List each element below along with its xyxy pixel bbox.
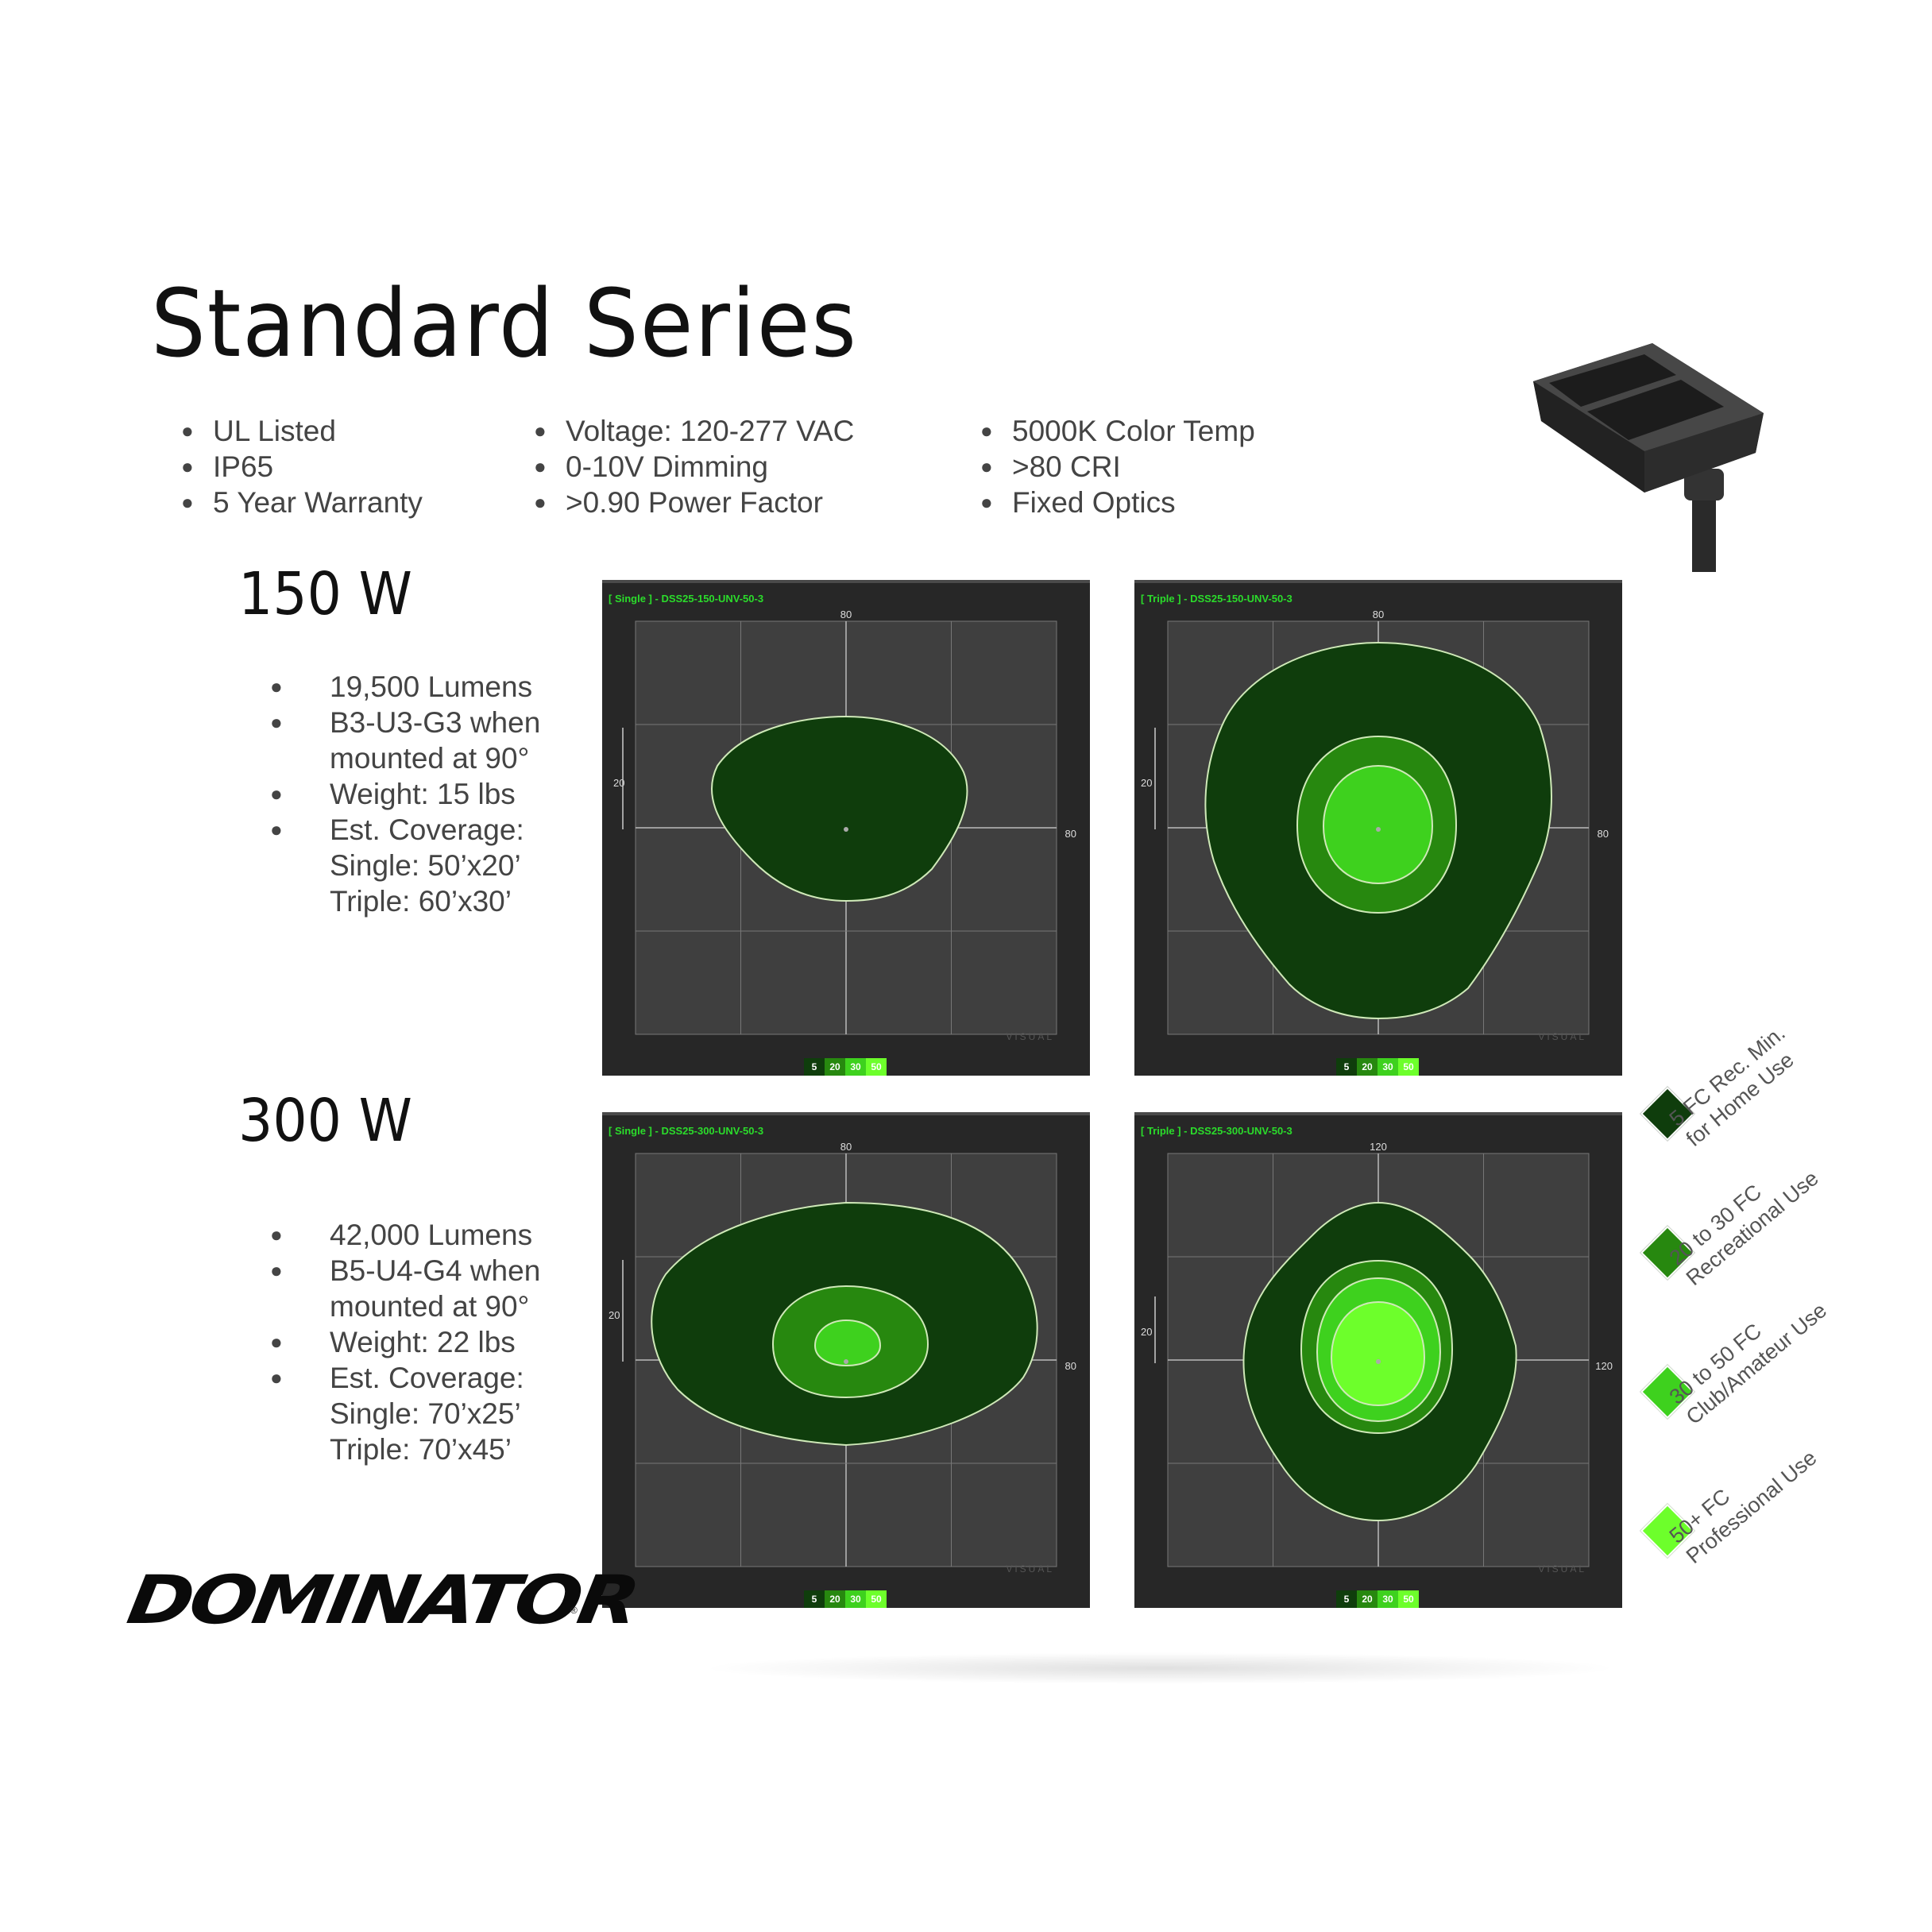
drop-shadow <box>699 1652 1621 1684</box>
fc-legend-strip: 5 20 30 50 <box>1336 1058 1419 1076</box>
feature-item: IP65 <box>151 449 423 485</box>
feature-list-2: Voltage: 120-277 VAC 0-10V Dimming >0.90… <box>504 413 854 520</box>
fc-legend-strip: 5 20 30 50 <box>804 1058 887 1076</box>
photometric-panel-300-single: [ Single ] - DSS25-300-UNV-50-3 80 80 20… <box>602 1112 1090 1608</box>
fc-5-chip: 5 <box>1336 1590 1357 1608</box>
visual-watermark: VISUAL <box>1538 1031 1586 1042</box>
photometric-panel-150-single: [ Single ] - DSS25-150-UNV-50-3 80 80 20… <box>602 580 1090 1076</box>
panel-title: [ Triple ] - DSS25-300-UNV-50-3 <box>1141 1125 1293 1137</box>
left-dimension-label: 20 <box>613 777 624 789</box>
fc-5-chip: 5 <box>1336 1058 1357 1076</box>
left-dimension-label: 20 <box>609 1309 620 1321</box>
fc-legend-strip: 5 20 30 50 <box>1336 1590 1419 1608</box>
feature-item: Voltage: 120-277 VAC <box>504 413 854 449</box>
right-dimension-label: 80 <box>1065 1360 1076 1372</box>
contour-50fc <box>1330 1300 1426 1407</box>
fc-50-chip: 50 <box>866 1058 887 1076</box>
top-dimension-label: 80 <box>840 609 852 620</box>
left-dimension-label: 20 <box>1141 1326 1152 1338</box>
photometric-panel-150-triple: [ Triple ] - DSS25-150-UNV-50-3 80 80 20… <box>1134 580 1622 1076</box>
feature-list-3: 5000K Color Temp >80 CRI Fixed Optics <box>950 413 1255 520</box>
photometric-plot: 80 80 20 <box>613 609 1076 1035</box>
feature-item: >0.90 Power Factor <box>504 485 854 520</box>
photometric-plot: 120 120 20 <box>1141 1141 1613 1567</box>
fc-30-chip: 30 <box>1378 1058 1398 1076</box>
panel-title: [ Triple ] - DSS25-150-UNV-50-3 <box>1141 593 1293 605</box>
photometric-plot: 80 80 20 <box>609 1141 1076 1567</box>
wattage-300: 300 W <box>238 1087 412 1155</box>
feature-item: 5000K Color Temp <box>950 413 1255 449</box>
right-dimension-label: 80 <box>1065 828 1076 840</box>
registered-mark: ® <box>570 1605 578 1616</box>
spec-item: Est. Coverage: Single: 70’x25’ Triple: 7… <box>270 1360 600 1467</box>
visual-watermark: VISUAL <box>1538 1563 1586 1575</box>
fc-5-chip: 5 <box>804 1058 825 1076</box>
left-dimension-label: 20 <box>1141 777 1152 789</box>
panel-title: [ Single ] - DSS25-300-UNV-50-3 <box>609 1125 764 1137</box>
spec-item: Weight: 22 lbs <box>270 1324 600 1360</box>
level-legend-home: 5 FC Rec. Min. for Home Use <box>1640 1021 1839 1184</box>
photometric-panel-300-triple: [ Triple ] - DSS25-300-UNV-50-3 120 120 … <box>1134 1112 1622 1608</box>
spec-item: B3-U3-G3 when mounted at 90° <box>270 705 600 776</box>
fc-5-chip: 5 <box>804 1590 825 1608</box>
visual-watermark: VISUAL <box>1006 1031 1054 1042</box>
feature-item: 5 Year Warranty <box>151 485 423 520</box>
right-dimension-label: 120 <box>1595 1360 1613 1372</box>
feature-item: 0-10V Dimming <box>504 449 854 485</box>
spec-list-300: 42,000 Lumens B5-U4-G4 when mounted at 9… <box>270 1217 600 1467</box>
fc-30-chip: 30 <box>1378 1590 1398 1608</box>
contour-30fc <box>813 1319 882 1367</box>
feature-item: >80 CRI <box>950 449 1255 485</box>
fc-50-chip: 50 <box>1398 1058 1419 1076</box>
page-title: Standard Series <box>151 269 858 378</box>
level-legend-professional: 50+ FC Professional Use <box>1640 1446 1839 1601</box>
feature-list-1: UL Listed IP65 5 Year Warranty <box>151 413 423 520</box>
level-label: 5 FC Rec. Min. for Home Use <box>1664 1021 1799 1152</box>
fc-30-chip: 30 <box>845 1590 866 1608</box>
photometric-plot: 80 80 20 <box>1141 609 1609 1035</box>
spec-item: Weight: 15 lbs <box>270 776 600 812</box>
panel-title: [ Single ] - DSS25-150-UNV-50-3 <box>609 593 764 605</box>
fc-50-chip: 50 <box>866 1590 887 1608</box>
spec-item: Est. Coverage: Single: 50’x20’ Triple: 6… <box>270 812 600 919</box>
contour-30fc <box>1322 764 1434 885</box>
top-dimension-label: 120 <box>1370 1141 1387 1153</box>
level-legend-club: 30 to 50 FC Club/Amateur Use <box>1640 1298 1839 1462</box>
fc-30-chip: 30 <box>845 1058 866 1076</box>
fc-20-chip: 20 <box>825 1058 845 1076</box>
top-dimension-label: 80 <box>840 1141 852 1153</box>
spec-item: 42,000 Lumens <box>270 1217 600 1253</box>
spec-item: B5-U4-G4 when mounted at 90° <box>270 1253 600 1324</box>
floodlight-fixture-icon <box>1533 343 1764 572</box>
visual-watermark: VISUAL <box>1006 1563 1054 1575</box>
dominator-logo: DOMINATOR <box>122 1561 642 1639</box>
fc-legend-strip: 5 20 30 50 <box>804 1590 887 1608</box>
spec-list-150: 19,500 Lumens B3-U3-G3 when mounted at 9… <box>270 669 600 919</box>
fc-50-chip: 50 <box>1398 1590 1419 1608</box>
contour-5fc <box>710 715 968 902</box>
fc-20-chip: 20 <box>825 1590 845 1608</box>
wattage-150: 150 W <box>238 560 412 628</box>
spec-item: 19,500 Lumens <box>270 669 600 705</box>
feature-item: UL Listed <box>151 413 423 449</box>
top-dimension-label: 80 <box>1373 609 1384 620</box>
right-dimension-label: 80 <box>1598 828 1609 840</box>
feature-item: Fixed Optics <box>950 485 1255 520</box>
fc-20-chip: 20 <box>1357 1058 1378 1076</box>
fc-20-chip: 20 <box>1357 1590 1378 1608</box>
